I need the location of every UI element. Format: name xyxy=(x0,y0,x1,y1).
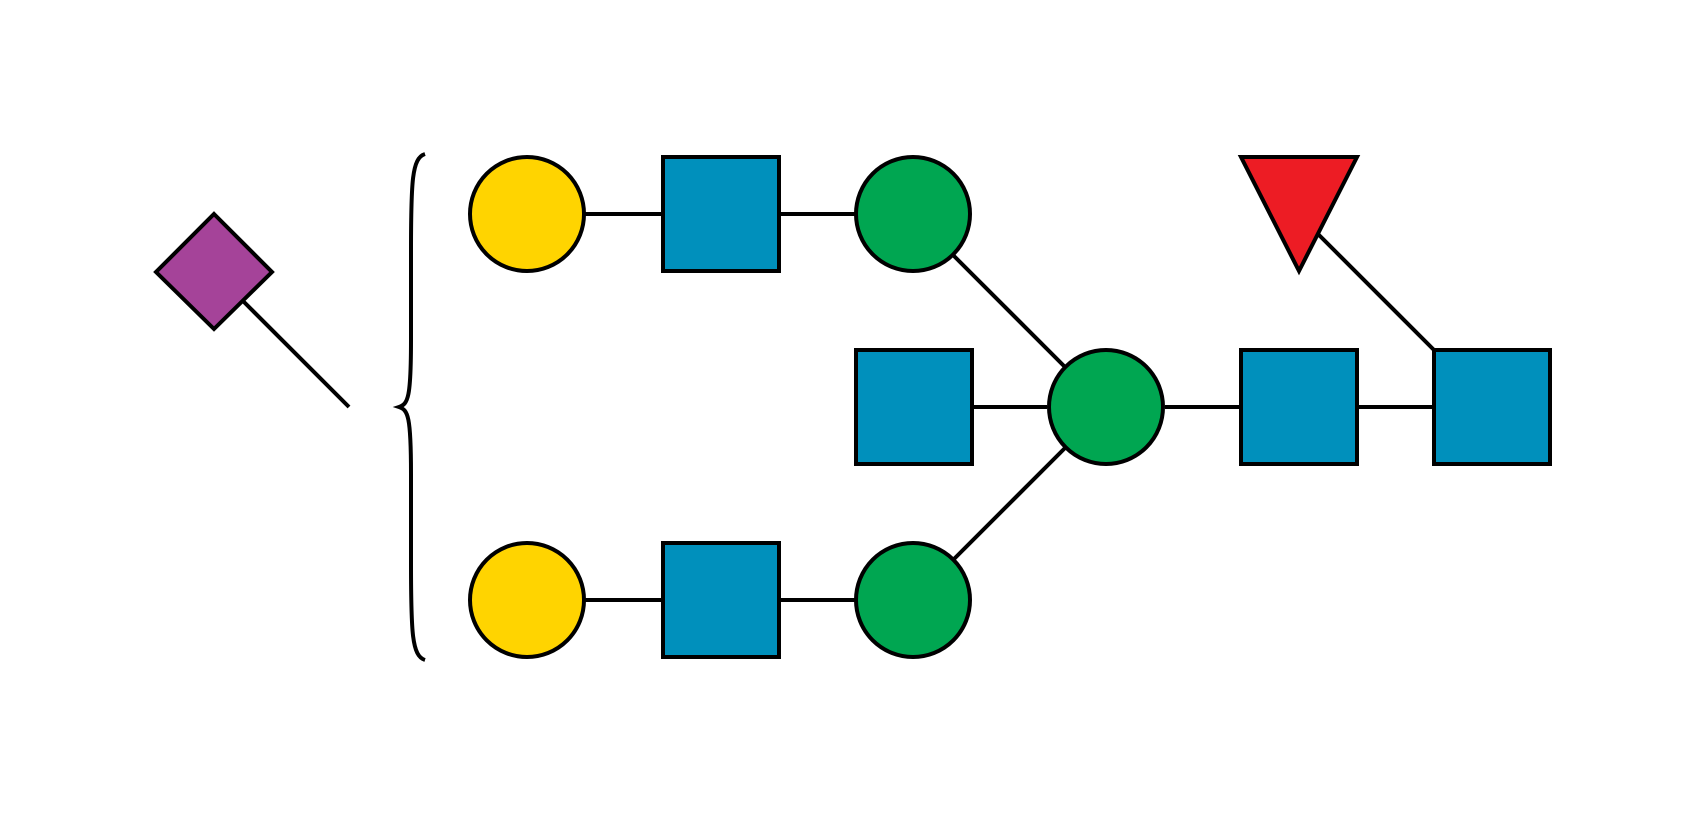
blue-square-icon xyxy=(1432,348,1552,466)
purple-diamond-icon xyxy=(153,211,275,332)
antenna-bracket xyxy=(392,152,426,662)
linkage-group xyxy=(240,212,1436,602)
yellow-circle-icon xyxy=(468,541,586,659)
blue-square-icon xyxy=(661,155,781,273)
green-circle-icon xyxy=(854,155,972,273)
linkage-sialic-bracket xyxy=(240,298,351,409)
residue-group xyxy=(153,155,1552,659)
green-circle-icon xyxy=(1047,348,1165,466)
red-triangle-icon xyxy=(1237,155,1361,276)
blue-square-icon xyxy=(1239,348,1359,466)
linkage-man2-mancore xyxy=(952,446,1067,561)
linkage-fucose-glcnaccore1 xyxy=(1316,232,1436,352)
blue-square-icon xyxy=(854,348,974,466)
blue-square-icon xyxy=(661,541,781,659)
yellow-circle-icon xyxy=(468,155,586,273)
linkage-man1-mancore xyxy=(952,254,1067,369)
green-circle-icon xyxy=(854,541,972,659)
